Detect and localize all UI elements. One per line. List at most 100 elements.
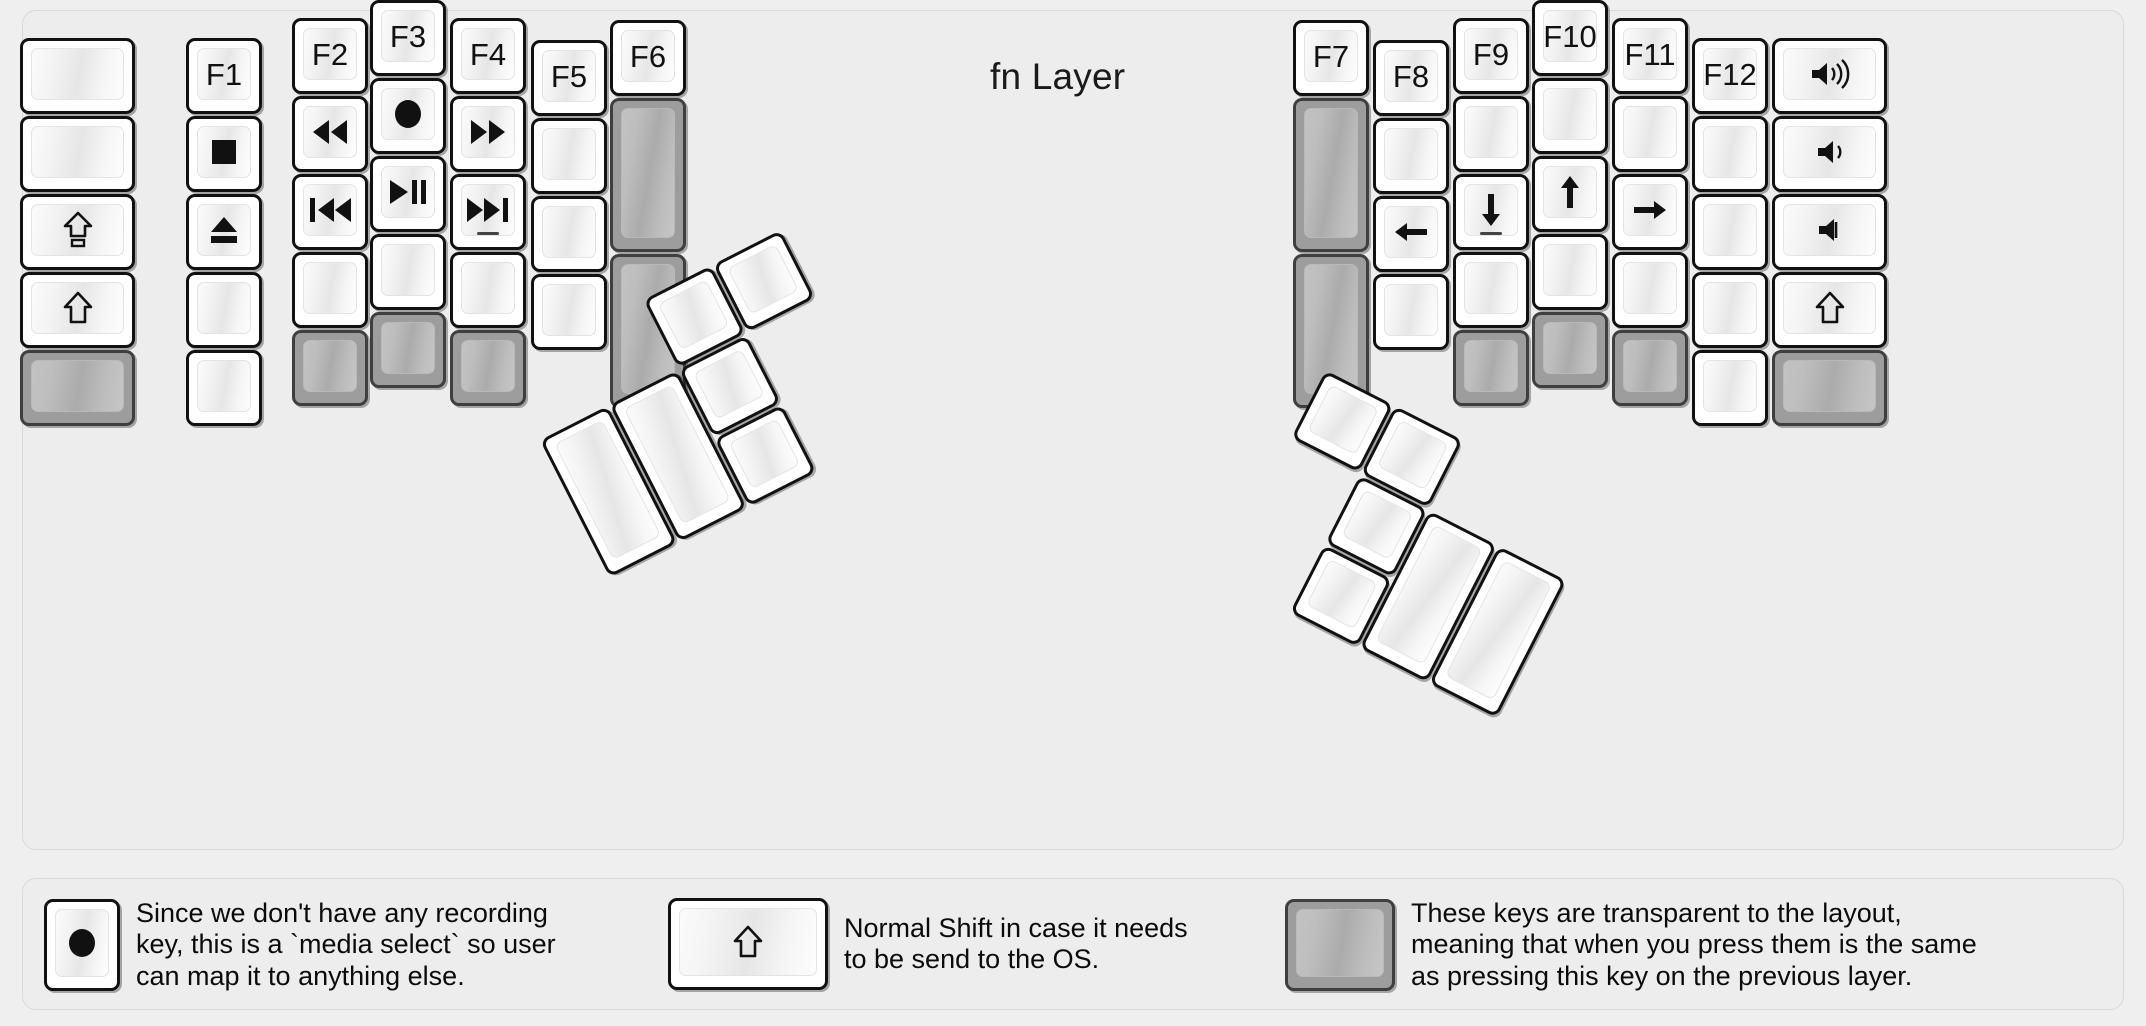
media-next-track-icon [466,196,510,224]
volume-mute-icon [1815,215,1845,245]
key-left-f5-5-0[interactable]: F5 [531,40,607,116]
key-right-transparent-3-4[interactable] [1532,312,1608,388]
keycap-face [728,418,801,490]
keycap-face: F1 [197,48,251,100]
key-right-f11-4-0[interactable]: F11 [1612,18,1688,94]
key-left-media-rewind-2-1[interactable] [292,96,368,172]
keycap-face [55,908,109,977]
key-left-media-record-3-1[interactable] [370,78,446,154]
key-right-transparent-0-1[interactable] [1293,98,1369,252]
key-left-blank-5-2[interactable] [531,196,607,272]
legend-text-1: Since we don't have any recording key, t… [136,898,556,991]
keycap-face: F7 [1304,30,1358,82]
key-left-blank-2-3[interactable] [292,252,368,328]
legend-key-2[interactable] [668,898,828,990]
key-left-f3-3-0[interactable]: F3 [370,0,446,76]
key-right-f9-2-0[interactable]: F9 [1453,18,1529,94]
key-right-transparent-4-4[interactable] [1612,330,1688,406]
legend-panel [22,878,2124,1010]
keycap-label: F2 [311,36,349,72]
key-right-blank-2-1[interactable] [1453,96,1529,172]
key-left-transparent-2-4[interactable] [292,330,368,406]
keycap-face [1543,166,1597,218]
key-left-media-next-track-4-2[interactable] [450,174,526,250]
key-left-media-eject-1-2[interactable] [186,194,262,270]
legend-key-3[interactable] [1285,898,1395,991]
keycap-face [1306,558,1378,630]
keycap-face [1464,262,1518,314]
keycap-face [727,243,799,315]
key-left-blank-1-4[interactable] [186,350,262,426]
key-right-blank-3-1[interactable] [1532,78,1608,154]
key-left-media-fast-forward-4-1[interactable] [450,96,526,172]
keycap-face [31,48,124,100]
key-left-caps-lock-0-2[interactable] [20,194,135,270]
arrow-down-icon [1477,192,1505,228]
keycap-face [542,128,596,180]
key-left-media-stop-1-1[interactable] [186,116,262,192]
keycap-face [381,322,435,374]
key-right-f10-3-0[interactable]: F10 [1532,0,1608,76]
key-right-arrow-right-4-2[interactable] [1612,174,1688,250]
keycap-label: F3 [389,18,427,54]
key-left-f6-6-0[interactable]: F6 [610,20,686,96]
key-right-shift-6-3[interactable] [1772,272,1887,348]
key-right-f12-5-0[interactable]: F12 [1692,38,1768,114]
key-left-f1-1-0[interactable]: F1 [186,38,262,114]
key-left-blank-3-3[interactable] [370,234,446,310]
key-right-blank-2-3[interactable] [1453,252,1529,328]
key-right-blank-3-3[interactable] [1532,234,1608,310]
key-right-blank-4-1[interactable] [1612,96,1688,172]
keycap-face [1543,88,1597,140]
key-right-f8-1-0[interactable]: F8 [1373,40,1449,116]
key-right-arrow-down-2-2[interactable] [1453,174,1529,250]
shift-icon [63,291,93,325]
legend-key-1[interactable] [44,898,120,991]
page-title: fn Layer [990,56,1126,97]
legend-item-2: Normal Shift in case it needs to be send… [668,898,1188,990]
keycap-face [1296,908,1384,977]
keycap-face: F10 [1543,10,1597,62]
key-left-media-previous-track-2-2[interactable] [292,174,368,250]
key-left-shift-0-3[interactable] [20,272,135,348]
key-right-blank-4-3[interactable] [1612,252,1688,328]
key-left-blank-5-1[interactable] [531,118,607,194]
keycap-face [461,262,515,314]
key-right-volume-mute-6-2[interactable] [1772,194,1887,270]
key-right-arrow-left-1-2[interactable] [1373,196,1449,272]
key-right-blank-5-2[interactable] [1692,194,1768,270]
keycap-face [679,908,817,976]
legend-text-2: Normal Shift in case it needs to be send… [844,912,1188,974]
keycap-face [197,204,251,256]
key-right-blank-5-4[interactable] [1692,350,1768,426]
keycap-label: F10 [1543,18,1597,54]
key-left-media-play-pause-3-2[interactable] [370,156,446,232]
key-left-blank-5-3[interactable] [531,274,607,350]
key-right-blank-5-3[interactable] [1692,272,1768,348]
arrow-right-icon [1632,196,1668,224]
key-right-transparent-6-4[interactable] [1772,350,1887,426]
key-left-blank-0-1[interactable] [20,116,135,192]
key-right-blank-5-1[interactable] [1692,116,1768,192]
key-right-blank-1-1[interactable] [1373,118,1449,194]
key-left-transparent-6-1[interactable] [610,98,686,252]
key-right-volume-up-6-0[interactable] [1772,38,1887,114]
key-right-f7-0-0[interactable]: F7 [1293,20,1369,96]
key-right-arrow-up-3-2[interactable] [1532,156,1608,232]
key-right-transparent-2-4[interactable] [1453,330,1529,406]
key-left-transparent-0-4[interactable] [20,350,135,426]
homing-bar [477,232,499,235]
key-right-volume-down-6-1[interactable] [1772,116,1887,192]
key-left-blank-0-0[interactable] [20,38,135,114]
key-right-blank-1-3[interactable] [1373,274,1449,350]
key-left-f2-2-0[interactable]: F2 [292,18,368,94]
keycap-face: F2 [303,28,357,80]
key-left-blank-4-3[interactable] [450,252,526,328]
keycap-face: F11 [1623,28,1677,80]
key-left-f4-4-0[interactable]: F4 [450,18,526,94]
keycap-face [1783,48,1876,100]
key-left-blank-1-3[interactable] [186,272,262,348]
keycap-face [1543,322,1597,374]
key-left-transparent-4-4[interactable] [450,330,526,406]
key-left-transparent-3-4[interactable] [370,312,446,388]
